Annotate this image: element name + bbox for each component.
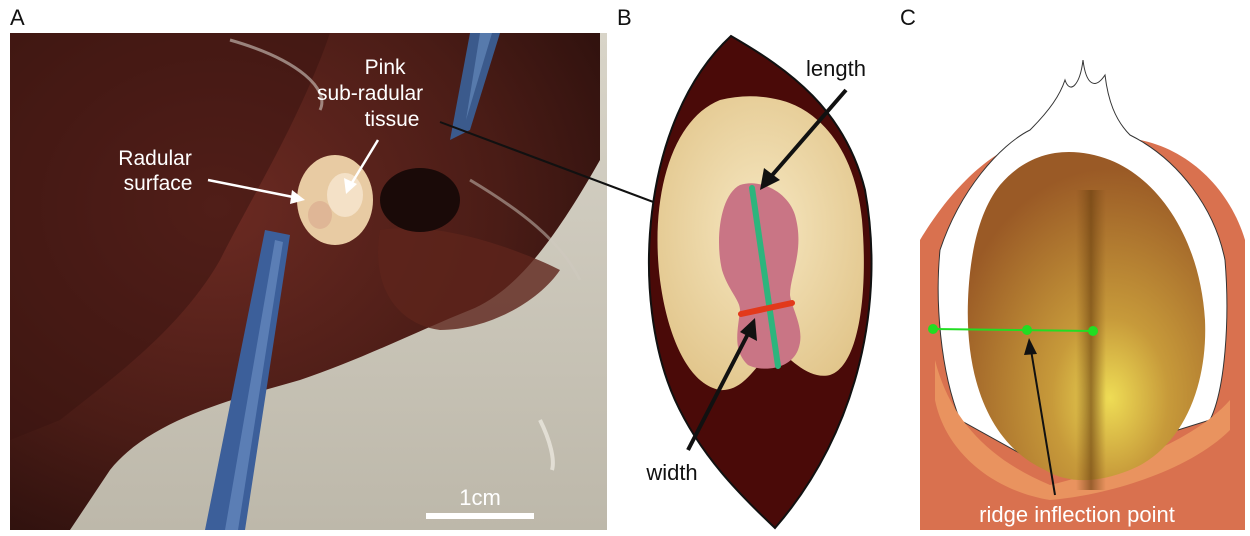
scale-bar — [426, 513, 534, 519]
panel-a-letter: A — [10, 5, 25, 30]
panel-c-letter: C — [900, 5, 916, 30]
panel-a: A Radular surface — [10, 5, 607, 530]
panel-b: B length width — [617, 5, 872, 528]
ridge-inflection-label: ridge inflection point — [979, 502, 1175, 527]
photo — [10, 33, 607, 530]
width-label: width — [645, 460, 697, 485]
scale-bar-label: 1cm — [459, 485, 501, 510]
central-ridge — [1076, 190, 1106, 490]
length-label: length — [806, 56, 866, 81]
right-edge-marker — [1088, 326, 1098, 336]
left-edge-marker — [928, 324, 938, 334]
panel-b-letter: B — [617, 5, 632, 30]
inflection-marker — [1022, 325, 1032, 335]
panel-c: C ridge inflection point — [900, 5, 1245, 530]
